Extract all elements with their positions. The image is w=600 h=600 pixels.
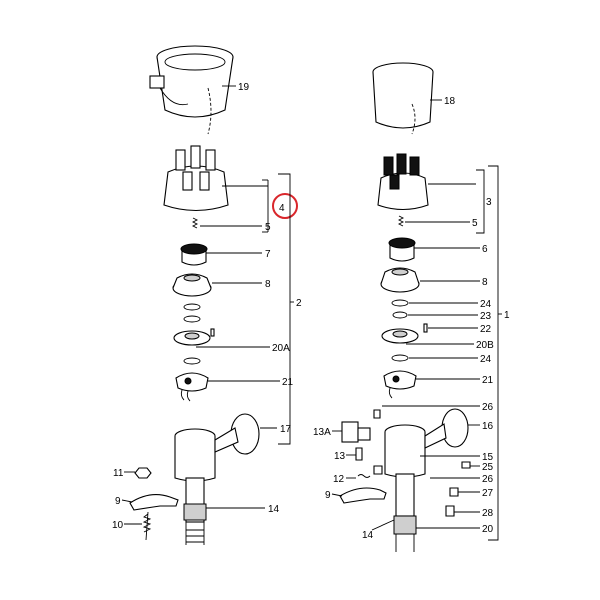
label-4: 4 [279, 203, 285, 214]
label-18: 18 [444, 96, 456, 107]
label-8: 8 [265, 279, 271, 290]
washer-12-part [357, 474, 371, 478]
label-2: 2 [296, 298, 302, 309]
shield-cup-part [149, 45, 234, 135]
label-28: 28 [482, 508, 494, 519]
label-7: 7 [265, 249, 271, 260]
dust-cover-part [172, 273, 212, 297]
label-9-right: 9 [325, 490, 331, 501]
label-12: 12 [333, 474, 345, 485]
label-17: 17 [280, 424, 292, 435]
screw-26a-part [373, 409, 381, 419]
label-16: 16 [482, 421, 494, 432]
label-26b: 26 [482, 474, 494, 485]
distributor-housing-part [174, 413, 260, 545]
bolt-27-part [449, 487, 459, 497]
label-11: 11 [113, 468, 124, 479]
label-6: 6 [482, 244, 488, 255]
distributor-housing-right-part [384, 408, 469, 552]
nut-part [134, 467, 152, 479]
condenser-part [341, 421, 371, 443]
label-27: 27 [482, 488, 494, 499]
label-24a: 24 [480, 299, 492, 310]
label-5: 5 [265, 222, 271, 233]
label-24b: 24 [480, 354, 492, 365]
distributor-cap-right-part [377, 153, 429, 211]
cover-part [372, 62, 434, 135]
spring-right-part [397, 215, 405, 227]
screw-25-part [461, 461, 471, 469]
rotor-part [180, 243, 208, 266]
washer-23-part [392, 311, 408, 319]
clamp-part [129, 494, 179, 511]
clamp-right-part [339, 487, 387, 504]
label-14-left: 14 [268, 504, 280, 515]
label-22: 22 [480, 324, 492, 335]
label-8-right: 8 [482, 277, 488, 288]
label-5-right: 5 [472, 218, 478, 229]
highlight-circle [272, 193, 298, 219]
contact-set-right-part [383, 370, 417, 399]
label-21-right: 21 [482, 375, 494, 386]
rotor-right-part [388, 237, 416, 262]
label-23: 23 [480, 311, 492, 322]
breaker-plate-part [173, 328, 215, 346]
label-26a: 26 [482, 402, 494, 413]
pin-part [423, 323, 428, 333]
label-20: 20 [482, 524, 494, 535]
bolt-part [142, 511, 152, 541]
breaker-plate-right-part [381, 328, 419, 344]
label-13A: 13A [313, 427, 331, 438]
label-14-right: 14 [362, 530, 374, 541]
bolt-28-part [445, 505, 455, 517]
label-1: 1 [504, 310, 510, 321]
label-9: 9 [115, 496, 121, 507]
label-15: 15 [482, 452, 494, 463]
label-3: 3 [486, 197, 492, 208]
label-10: 10 [112, 520, 124, 531]
screw-26b-part [373, 465, 383, 475]
distributor-cap-part [163, 145, 229, 211]
label-25: 25 [482, 462, 494, 473]
label-20A: 20A [272, 343, 290, 354]
contact-set-part [175, 372, 209, 402]
label-13: 13 [334, 451, 346, 462]
label-21: 21 [282, 377, 294, 388]
spring-part [191, 217, 199, 229]
screw-13-part [355, 447, 363, 461]
dust-cover-right-part [380, 267, 420, 293]
washer-24b-part [391, 354, 409, 362]
label-19: 19 [238, 82, 250, 93]
washer-24-part [391, 299, 409, 307]
label-20B: 20B [476, 340, 494, 351]
